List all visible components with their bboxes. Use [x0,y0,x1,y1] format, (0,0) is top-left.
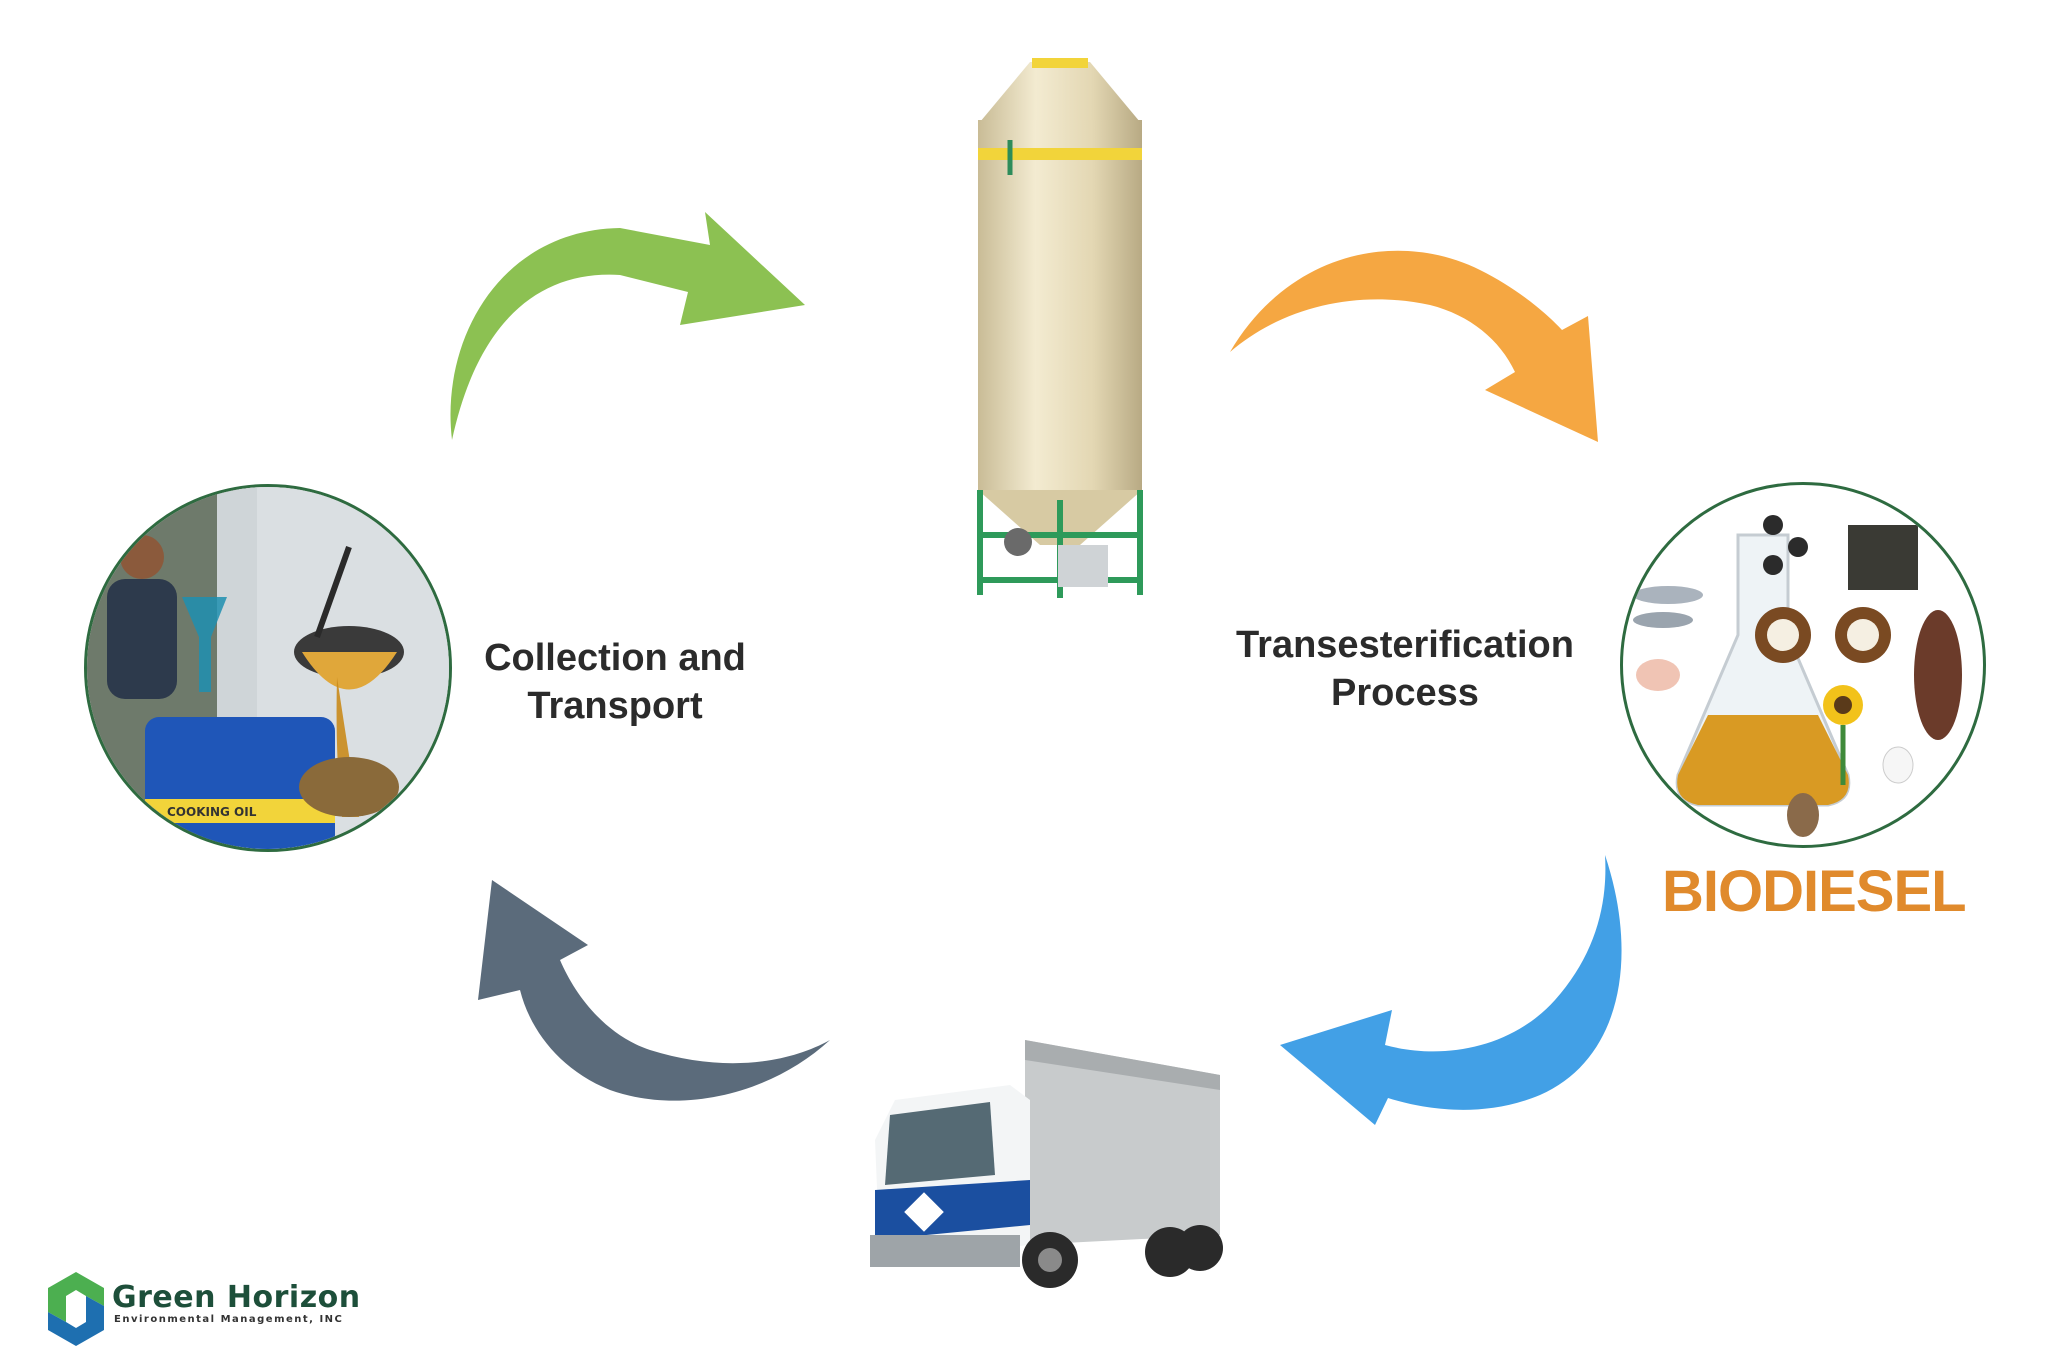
arrow-blue-to-truck [1280,855,1622,1125]
arrow-slate-to-collection [478,880,830,1101]
logo-subtitle: Environmental Management, INC [114,1314,344,1325]
delivery-truck-icon [870,1040,1223,1288]
arrow-orange-to-biodiesel [1230,250,1598,442]
collection-photo: COOKING OIL [84,484,452,852]
arrow-green-to-tank [450,212,805,440]
feedstock-photo [1620,482,1986,848]
collection-label: Collection and Transport [465,635,765,730]
transesterification-label: Transesterification Process [1205,622,1605,717]
collection-label-line1: Collection and [484,637,746,679]
storage-tank-icon [977,58,1143,598]
green-horizon-logo: Green Horizon Environmental Management, … [46,1270,360,1350]
collection-label-line2: Transport [527,684,703,727]
drum-label: COOKING OIL [167,805,257,819]
logo-name: Green Horizon [112,1280,361,1315]
hexagon-logo-icon [48,1272,104,1346]
transesterification-label-line1: Transesterification [1236,624,1574,666]
biodiesel-title: BIODIESEL [1662,859,1967,924]
transesterification-label-line2: Process [1331,671,1479,714]
